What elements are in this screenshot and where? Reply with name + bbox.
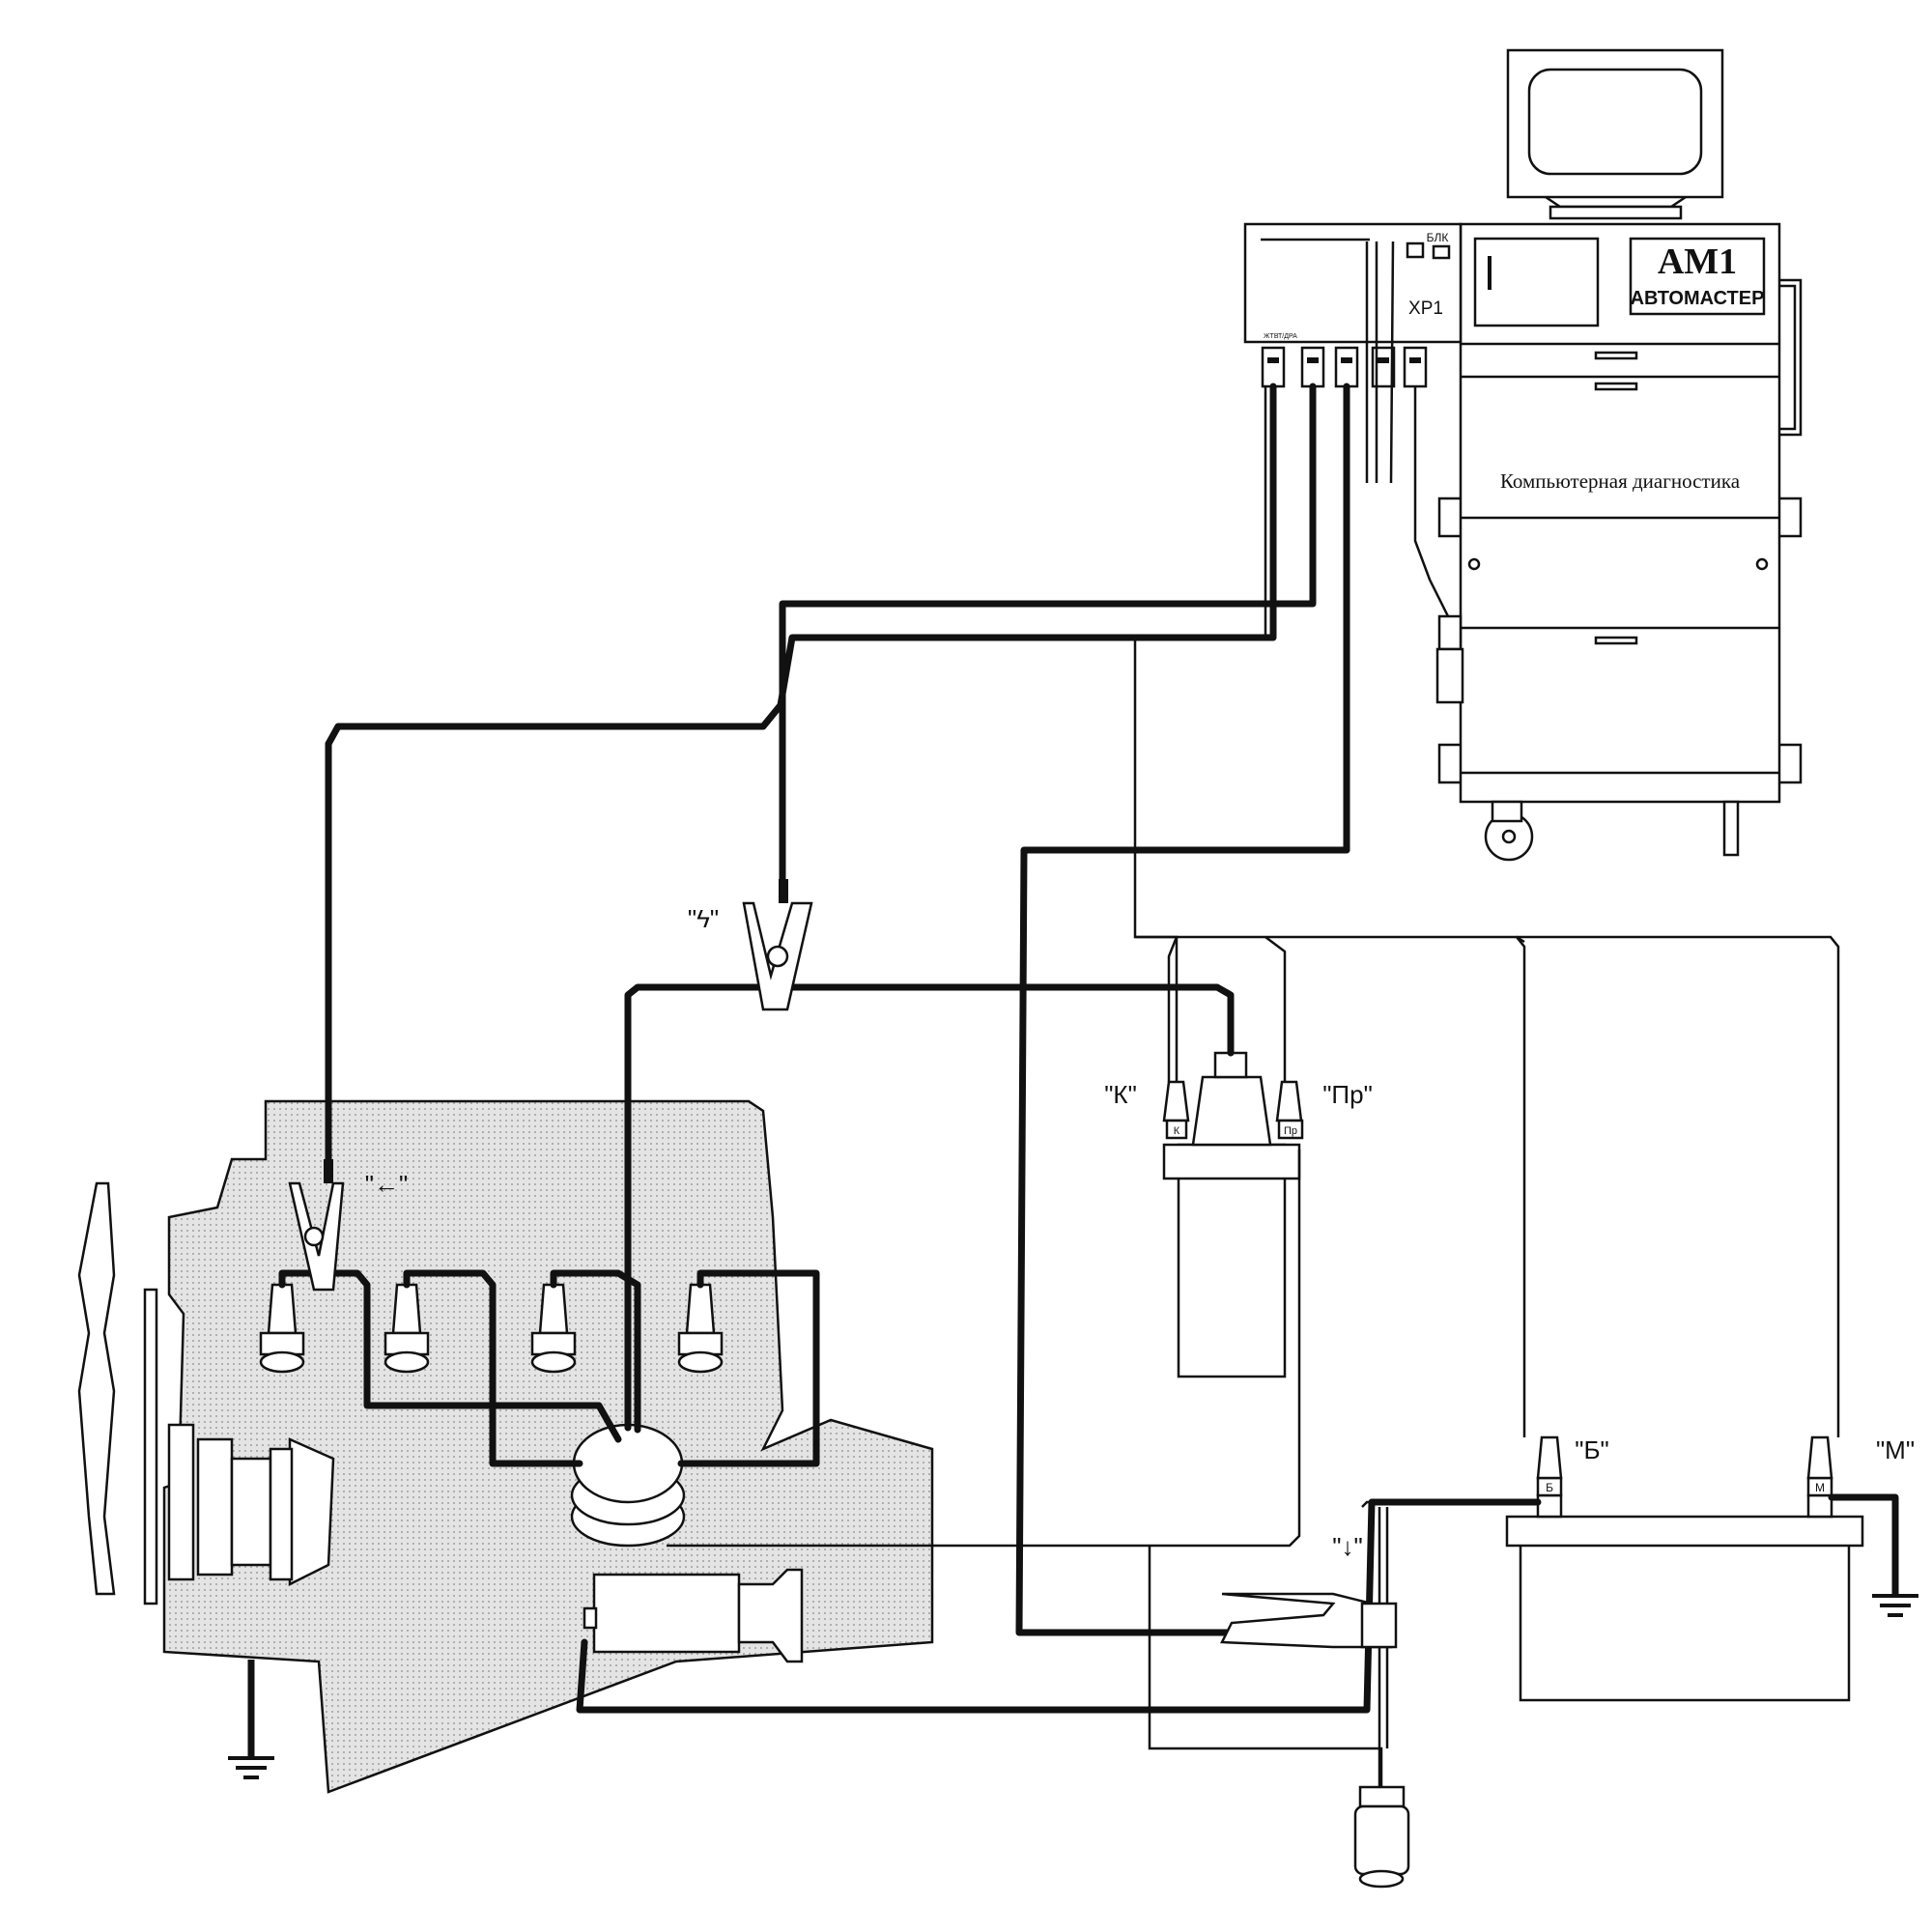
cables <box>278 383 1840 1787</box>
capacitor <box>1353 1785 1410 1889</box>
spark-plug-2 <box>384 1283 430 1374</box>
starter <box>582 1568 804 1663</box>
battery-b-label: "Б" <box>1575 1435 1609 1464</box>
coil-k-label: "К" <box>1104 1080 1137 1109</box>
socket-3[interactable] <box>1334 346 1359 388</box>
xp1-label: XP1 <box>1408 298 1443 319</box>
spark-plug-1 <box>259 1283 305 1374</box>
socket-2[interactable] <box>1300 346 1325 388</box>
cabinet <box>1437 222 1803 862</box>
engine <box>77 1099 934 1794</box>
pulley <box>167 1423 335 1587</box>
connection-panel: БЛК XP1 ЖТВТ/ДРА <box>1243 222 1464 704</box>
blk-label: БЛК <box>1427 231 1449 244</box>
hv-clamp[interactable]: "ϟ" <box>688 879 813 1011</box>
sync-clamp-label: "←" <box>365 1170 408 1199</box>
battery-b-tag: Б <box>1546 1481 1553 1494</box>
socket-4[interactable] <box>1371 346 1396 388</box>
battery-terminal-b[interactable] <box>1536 1435 1563 1480</box>
spark-plug-4 <box>677 1283 724 1374</box>
hv-clamp-label: "ϟ" <box>688 904 719 933</box>
engine-ground-icon <box>228 1660 274 1779</box>
coil-pr-tag: Пр <box>1284 1125 1297 1137</box>
battery: Б М "Б" "М" <box>1505 1435 1918 1702</box>
logo-line-1: АМ1 <box>1658 242 1737 282</box>
coil-pr-label: "Пр" <box>1322 1080 1373 1109</box>
current-clamp[interactable]: "↓" <box>1220 1532 1398 1649</box>
diagnostic-stand: АМ1 АВТОМАСТЕР Компьютерная диагностика … <box>1243 48 1803 862</box>
distributor <box>570 1423 686 1548</box>
automaster-logo: АМ1 АВТОМАСТЕР <box>1629 237 1766 316</box>
coil-k-tag: К <box>1174 1125 1180 1137</box>
fan <box>77 1181 158 1605</box>
coil-terminal-k[interactable] <box>1162 1080 1190 1122</box>
battery-m-label: "М" <box>1876 1435 1915 1464</box>
battery-ground-icon <box>1828 1493 1918 1617</box>
battery-terminal-m[interactable] <box>1806 1435 1833 1480</box>
monitor <box>1506 48 1724 220</box>
socket-1[interactable] <box>1261 346 1286 388</box>
panel-port-label: ЖТВТ/ДРА <box>1264 333 1297 340</box>
ignition-coil: К Пр "К" "Пр" <box>1104 1051 1373 1378</box>
stand-caption: Компьютерная диагностика <box>1500 469 1741 493</box>
battery-m-tag: М <box>1815 1481 1825 1494</box>
sync-clamp[interactable]: "←" <box>288 1159 408 1292</box>
current-clamp-label: "↓" <box>1332 1532 1362 1561</box>
coil-terminal-pr[interactable] <box>1275 1080 1303 1122</box>
socket-5[interactable] <box>1403 346 1428 388</box>
logo-line-2: АВТОМАСТЕР <box>1631 288 1765 309</box>
